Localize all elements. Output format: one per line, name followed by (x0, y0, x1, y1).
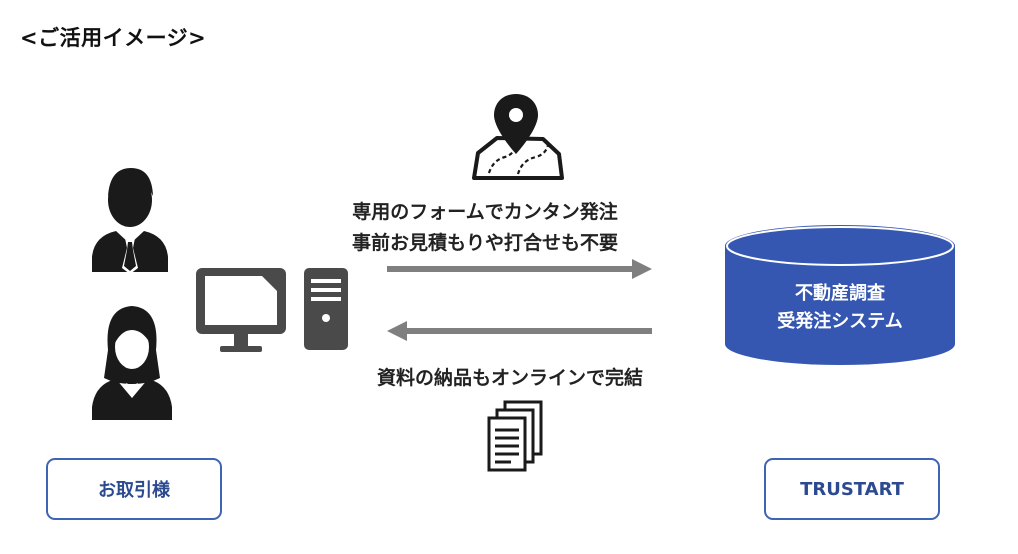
client-label-box: お取引様 (46, 458, 222, 520)
order-caption-line2: 事前お見積もりや打合せも不要 (351, 232, 618, 254)
system-label-line2: 受発注システム (777, 311, 903, 332)
page-title: <ご活用イメージ> (20, 26, 207, 50)
system-label-line1: 不動産調査 (795, 283, 885, 304)
arrow-to-system (387, 259, 652, 279)
documents-icon (487, 400, 543, 472)
database-icon (725, 225, 955, 365)
map-pin-icon (472, 94, 564, 180)
female-user-icon (92, 306, 172, 420)
order-caption: 専用のフォームでカンタン発注 事前お見積もりや打合せも不要 (315, 197, 655, 259)
delivery-caption: 資料の納品もオンラインで完結 (376, 367, 643, 389)
system-label: 不動産調査 受発注システム (725, 280, 955, 336)
order-caption-line1: 専用のフォームでカンタン発注 (352, 201, 618, 223)
male-user-icon (92, 168, 168, 274)
arrow-to-client (387, 321, 652, 341)
monitor-icon (196, 268, 286, 352)
provider-label-box: TRUSTART (764, 458, 940, 520)
pc-tower-icon (304, 268, 348, 350)
